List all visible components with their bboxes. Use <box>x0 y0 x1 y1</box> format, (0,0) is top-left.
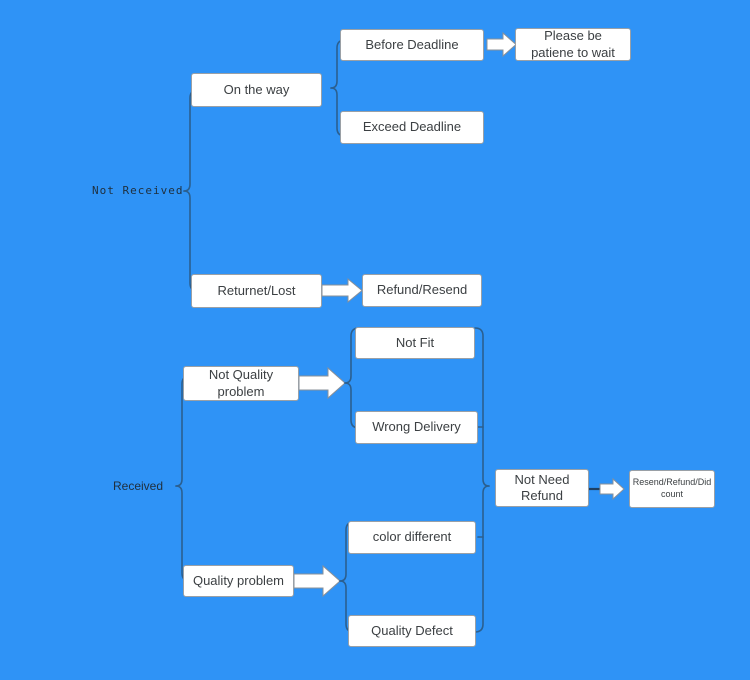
node-not-quality-problem[interactable]: Not Quality problem <box>183 366 299 401</box>
node-wrong-delivery[interactable]: Wrong Delivery <box>355 411 478 444</box>
node-before-deadline[interactable]: Before Deadline <box>340 29 484 61</box>
node-not-need-refund[interactable]: Not Need Refund <box>495 469 589 507</box>
node-returnet-lost[interactable]: Returnet/Lost <box>191 274 322 308</box>
arrow-quality-problem-group <box>293 564 341 598</box>
node-exceed-deadline[interactable]: Exceed Deadline <box>340 111 484 144</box>
node-not-fit[interactable]: Not Fit <box>355 327 475 359</box>
node-color-different[interactable]: color different <box>348 521 476 554</box>
node-resend-refund-discount[interactable]: Resend/Refund/Did count <box>629 470 715 508</box>
arrow-not-need-refund-group <box>589 477 625 501</box>
root-label-not-received: Not Received <box>92 184 184 197</box>
root-label-received: Received <box>113 479 164 493</box>
node-quality-problem[interactable]: Quality problem <box>183 565 294 597</box>
node-please-be-patient[interactable]: Please be patiene to wait <box>515 28 631 61</box>
bracket-all-outcomes-group <box>474 327 490 633</box>
bracket-received-group <box>175 375 191 582</box>
node-on-the-way[interactable]: On the way <box>191 73 322 107</box>
arrow-before-deadline-group <box>486 31 517 58</box>
node-refund-resend[interactable]: Refund/Resend <box>362 274 482 307</box>
bracket-not-received-group <box>183 89 199 292</box>
arrow-returnet-lost-group <box>321 277 363 304</box>
arrow-not-quality-problem-group <box>298 366 346 400</box>
node-quality-defect[interactable]: Quality Defect <box>348 615 476 647</box>
